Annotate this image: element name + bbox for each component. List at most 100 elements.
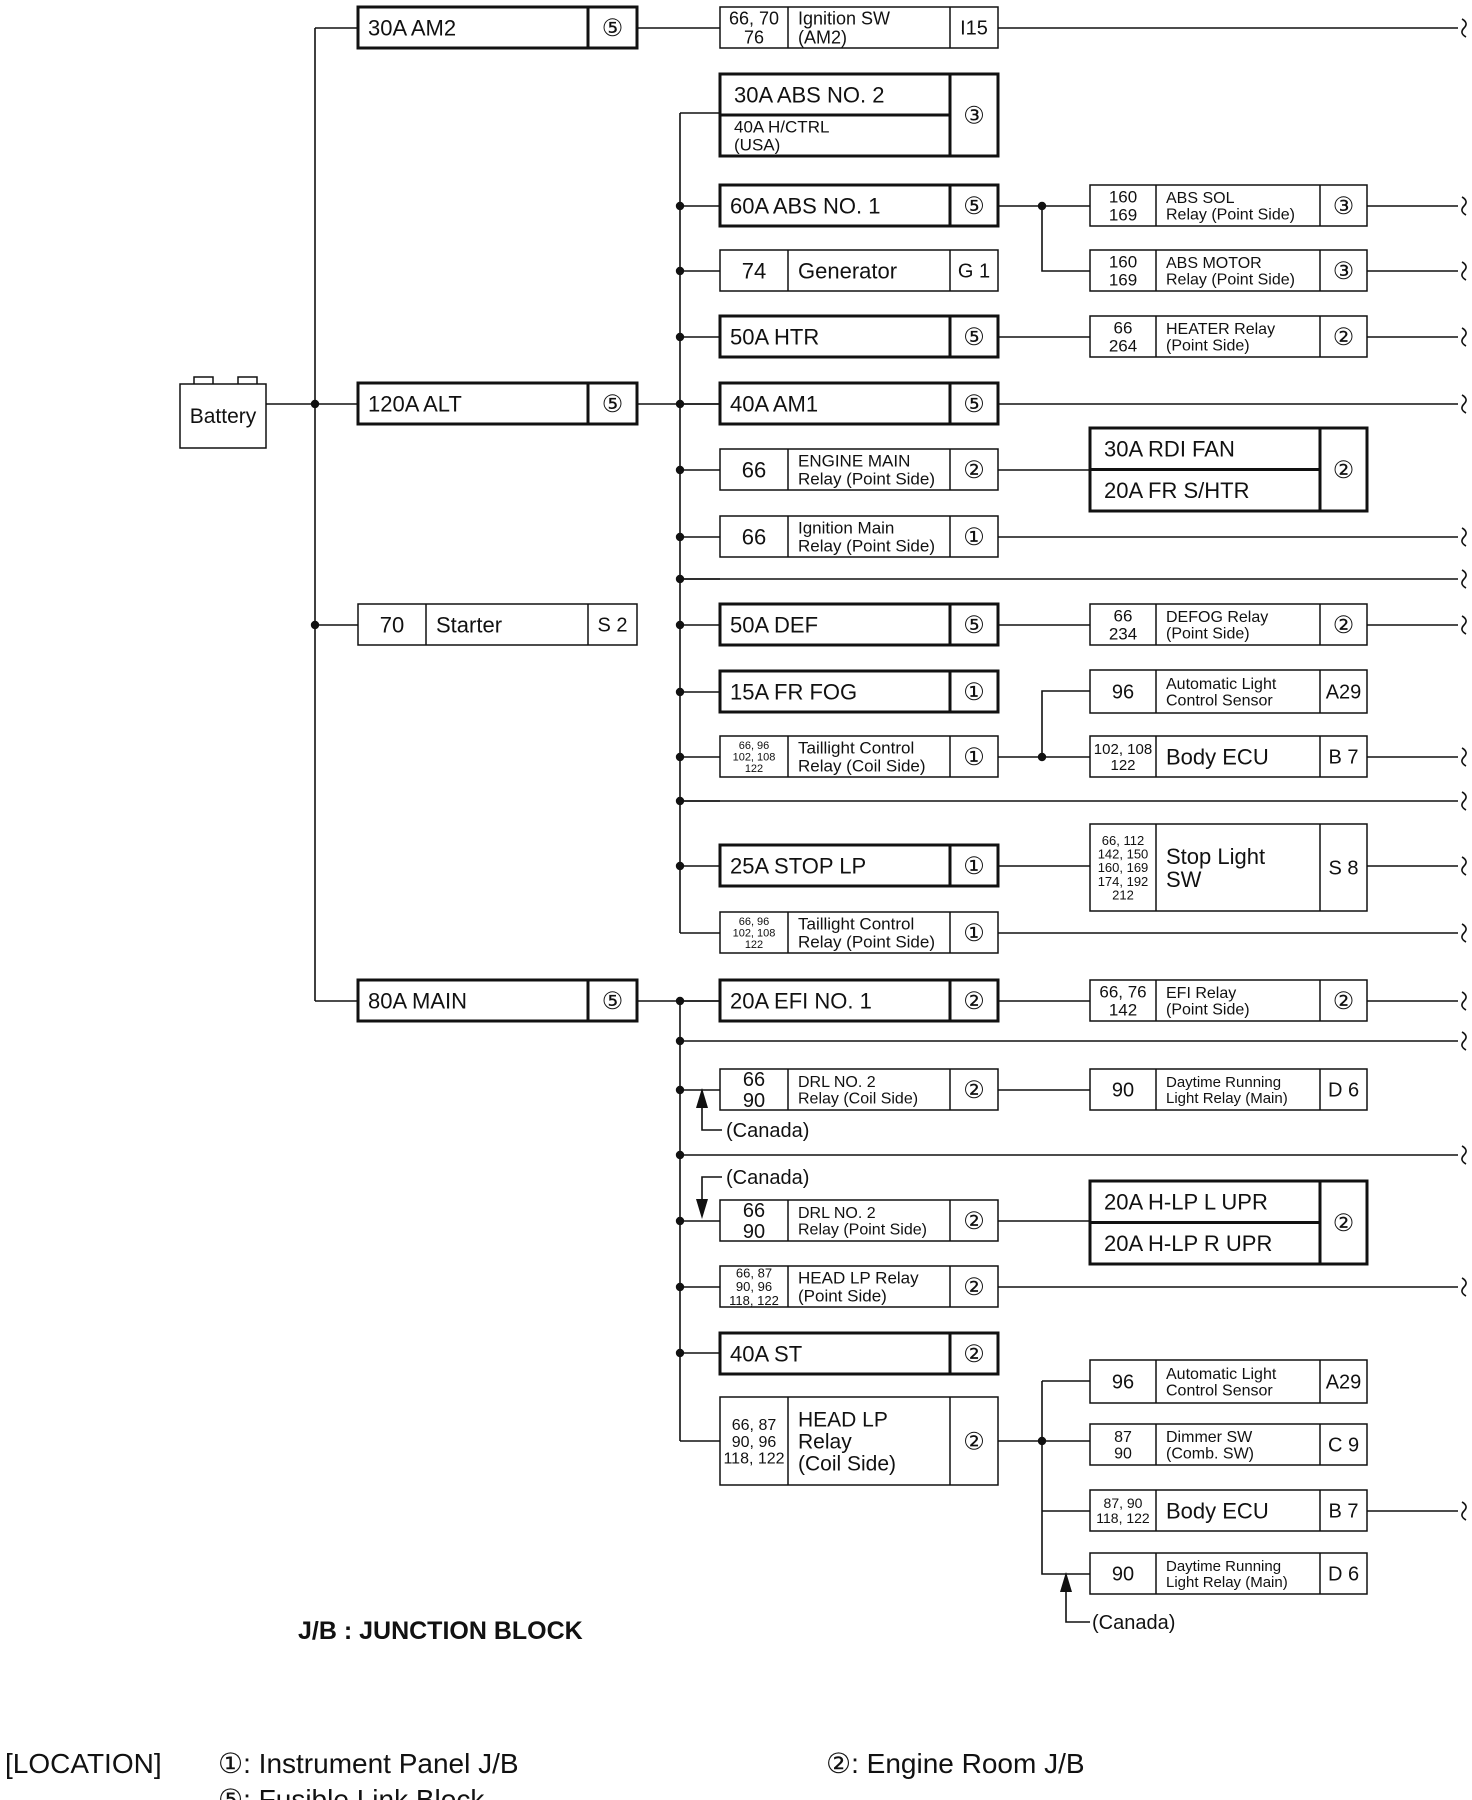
- box-text: 120A ALT: [368, 391, 462, 416]
- battery-body: [179, 383, 267, 449]
- box-text: ENGINE MAIN: [798, 452, 910, 471]
- box-text: ③: [963, 103, 985, 130]
- box-text: 96: [1112, 1372, 1134, 1394]
- box-text: Automatic Light: [1166, 676, 1277, 693]
- box-text: 20A H-LP R UPR: [1104, 1231, 1272, 1256]
- canada-label: (Canada): [726, 1120, 809, 1142]
- box-text: 102, 108: [733, 751, 776, 763]
- level2-def: 50A DEF ⑤: [718, 602, 1000, 647]
- box-text: ②: [963, 1208, 985, 1235]
- box-frame: [1089, 315, 1368, 358]
- box-text: 60A ABS NO. 1: [730, 193, 880, 218]
- box-frame: [1089, 1489, 1368, 1532]
- box-frame: [719, 911, 999, 954]
- box-text: Automatic Light: [1166, 1366, 1277, 1383]
- box-text: 50A HTR: [730, 324, 819, 349]
- box-text: 90: [743, 1090, 765, 1112]
- wire: [1461, 18, 1467, 38]
- box-frame: [1089, 1423, 1368, 1466]
- box-text: ②: [1333, 324, 1355, 351]
- box-text: 40A AM1: [730, 391, 818, 416]
- wires: (Canada)(Canada)(Canada): [266, 18, 1467, 1634]
- box-frame: [719, 249, 999, 292]
- box-text: 118, 122: [729, 1293, 779, 1308]
- box-text: 87: [1114, 1429, 1132, 1446]
- box-text: ABS SOL: [1166, 190, 1235, 207]
- box-frame: [357, 603, 638, 646]
- box-text: Dimmer SW: [1166, 1429, 1253, 1446]
- box-frame: [718, 843, 1000, 888]
- box-text: 66, 96: [739, 740, 770, 752]
- arrow: [696, 1088, 708, 1108]
- box-text: 102, 108: [733, 927, 776, 939]
- box-text: 76: [744, 27, 764, 47]
- box-text: Relay (Point Side): [1166, 272, 1295, 289]
- box-text: Ignition Main: [798, 519, 894, 538]
- box-text: A29: [1326, 682, 1362, 704]
- box-text: Relay (Point Side): [1166, 207, 1295, 224]
- box-text: 66: [743, 1069, 765, 1091]
- wire: [1461, 615, 1467, 635]
- box-text: ⑤: [963, 612, 985, 639]
- battery-label: Battery: [190, 405, 257, 428]
- box-text: Body ECU: [1166, 744, 1269, 769]
- box-text: (Point Side): [1166, 626, 1250, 643]
- box-frame: [718, 669, 1000, 714]
- wire: [1461, 394, 1467, 414]
- battery: Battery: [179, 376, 267, 449]
- box-text: 142, 150: [1098, 847, 1149, 862]
- box-text: Relay (Point Side): [798, 537, 935, 556]
- box-text: ABS MOTOR: [1166, 255, 1262, 272]
- box-text: 20A FR S/HTR: [1104, 478, 1249, 503]
- wire: [1461, 923, 1467, 943]
- box-text: 30A AM2: [368, 15, 456, 40]
- box-text: 90: [1112, 1080, 1134, 1102]
- box-text: Light Relay (Main): [1166, 1574, 1288, 1591]
- box-frame: [719, 6, 999, 49]
- box-text: Generator: [798, 258, 897, 283]
- wire: [1461, 527, 1467, 547]
- box-text: 118, 122: [723, 1451, 784, 1468]
- box-text: ②: [1333, 612, 1355, 639]
- box-text: DRL NO. 2: [798, 1074, 876, 1091]
- wire: [1065, 1592, 1090, 1623]
- box-frame: [1089, 184, 1368, 227]
- wire: [1461, 569, 1467, 589]
- box-text: 30A RDI FAN: [1104, 437, 1235, 462]
- box-text: 118, 122: [1096, 1510, 1150, 1526]
- box-text: ⑤: [963, 391, 985, 418]
- box-text: DRL NO. 2: [798, 1205, 876, 1222]
- canada-label: (Canada): [726, 1167, 809, 1189]
- box-text: B 7: [1328, 1501, 1358, 1523]
- box-frame: [719, 735, 999, 778]
- box-text: 80A MAIN: [368, 988, 467, 1013]
- wire: [1461, 1031, 1467, 1051]
- box-text: 160, 169: [1098, 860, 1149, 875]
- box-text: 66, 70: [729, 9, 779, 29]
- box-text: 142: [1109, 1001, 1137, 1020]
- wire: [1461, 261, 1467, 281]
- junction-block-legend: J/B : JUNCTION BLOCK: [298, 1617, 583, 1645]
- box-text: 50A DEF: [730, 612, 818, 637]
- box-frame: [718, 602, 1000, 647]
- box-text: D 6: [1328, 1564, 1359, 1586]
- box-text: ②: [963, 1429, 985, 1456]
- box-text: 40A ST: [730, 1341, 802, 1366]
- box-text: (Point Side): [1166, 338, 1250, 355]
- box-text: 264: [1109, 337, 1137, 356]
- box-text: ③: [1333, 258, 1355, 285]
- box-frame: [1089, 1359, 1368, 1404]
- box-text: 30A ABS NO. 2: [734, 82, 884, 107]
